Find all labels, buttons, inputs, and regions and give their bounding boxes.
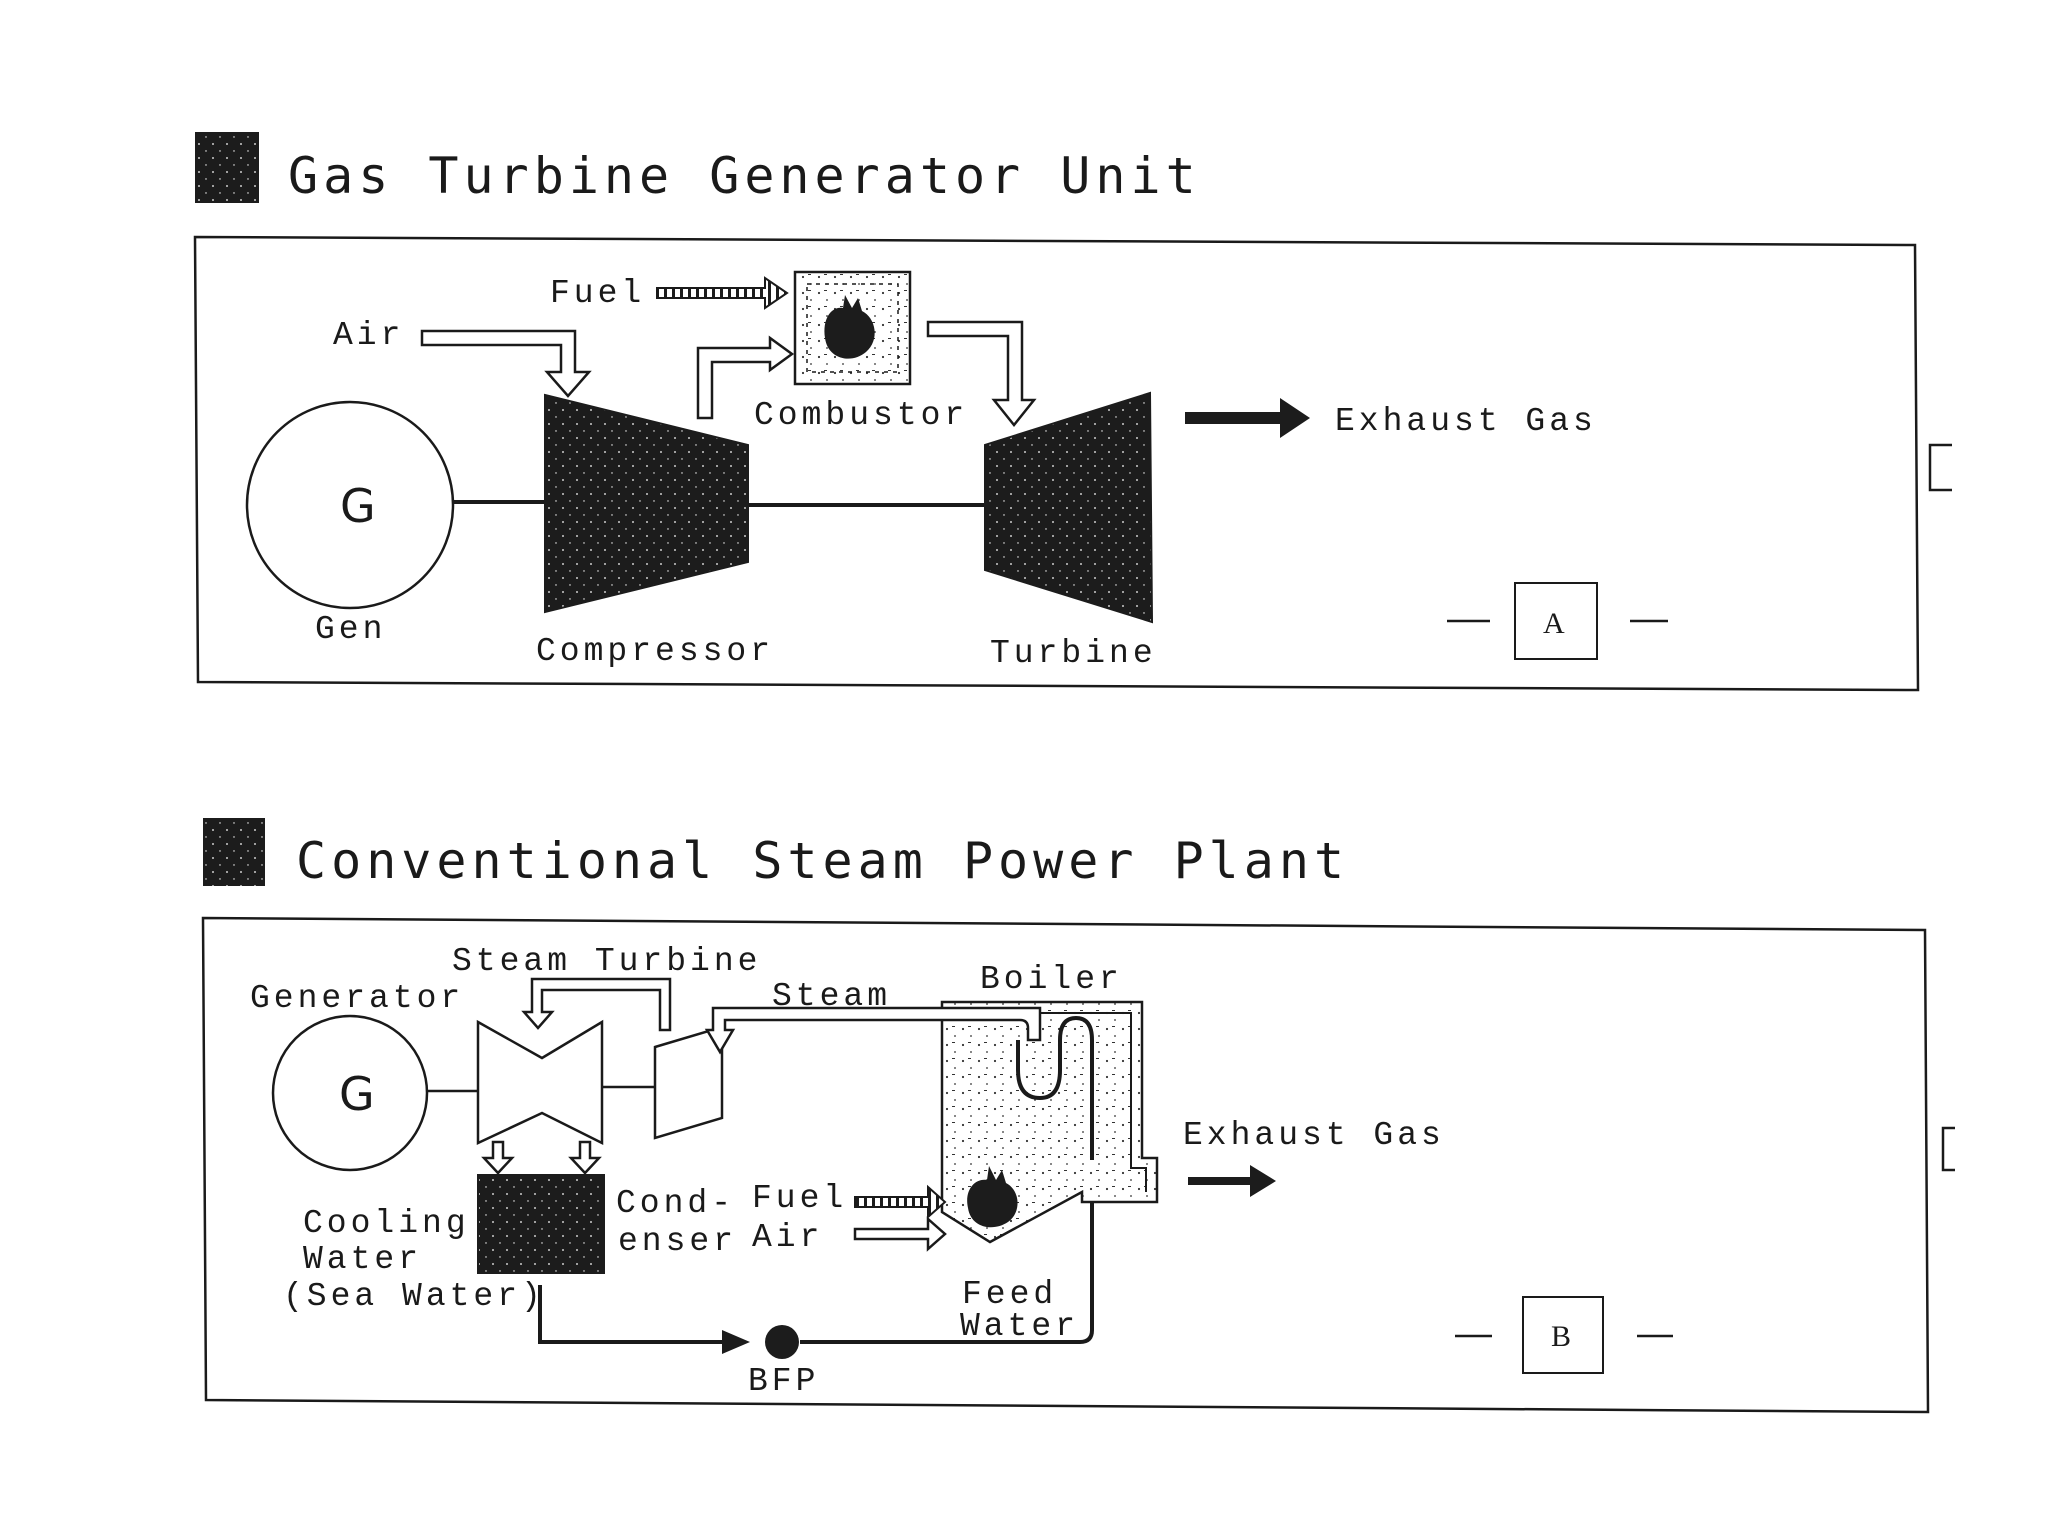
panel-b-boiler-tube [1016, 1015, 1094, 1160]
panel-b-feed-label-2: Water [960, 1308, 1079, 1345]
panel-b-frame [201, 916, 1930, 1414]
panel-b-condensate-arrow [722, 1330, 750, 1354]
panel-b-fuel-arrow [854, 1184, 947, 1220]
panel-b-air-arrow [853, 1216, 947, 1252]
panel-a-generator-icon [245, 400, 455, 610]
panel-b-cooling-label-3: (Sea Water) [283, 1278, 545, 1315]
panel-b-steam-label: Steam [772, 978, 891, 1015]
panel-b-hp-turbine-icon [653, 1025, 724, 1140]
panel-a-combustor-inner [806, 283, 899, 373]
panel-b: Conventional Steam Power Plant G Generat… [201, 818, 1955, 1414]
panel-b-condenser-icon [477, 1174, 605, 1274]
panel-b-steam-turbine-label: Steam Turbine [452, 943, 761, 980]
panel-b-feed-label-1: Feed [962, 1276, 1057, 1313]
panel-a-turbine-icon [984, 391, 1154, 624]
panel-b-steam-line [704, 1006, 1042, 1055]
panel-b-feed-water-line [800, 1160, 1094, 1344]
panel-a-compressor-icon [544, 393, 749, 614]
panel-b-condenser-label-2: enser [618, 1223, 737, 1260]
panel-a-title: Gas Turbine Generator Unit [288, 147, 1201, 205]
panel-b-edge-mark [1941, 1126, 1955, 1172]
panel-b-generator-icon [271, 1014, 429, 1172]
panel-b-bfp-icon [765, 1325, 799, 1359]
panel-a-edge-mark [1928, 443, 1952, 492]
panel-b-title: Conventional Steam Power Plant [296, 832, 1349, 890]
panel-b-tag: B [1551, 1320, 1571, 1353]
panel-a-exhaust-arrow [1185, 398, 1310, 438]
panel-b-title-marker [203, 818, 265, 886]
panel-b-boiler-inner-wall [953, 1012, 1147, 1192]
panel-b-tag-box [1522, 1296, 1604, 1374]
panel-a-combustor-air-arrow [696, 335, 795, 420]
panel-b-boiler-label: Boiler [980, 961, 1123, 998]
panel-a-fuel-arrow [656, 276, 789, 310]
panel-b-flame-icon [967, 1166, 1018, 1228]
panel-b-cooling-label-2: Water [303, 1241, 422, 1278]
panel-a-frame [193, 235, 1920, 692]
panel-a-turbine-label: Turbine [990, 635, 1157, 672]
panel-a-combustor-label: Combustor [754, 397, 968, 434]
panel-a-generator-symbol: G [340, 479, 376, 533]
panel-b-exhaust-label: Exhaust Gas [1183, 1117, 1445, 1154]
panel-b-condenser-label-1: Cond- [616, 1185, 735, 1222]
panel-b-cooling-label-1: Cooling [303, 1205, 470, 1242]
panel-b-reheat-arrow [521, 977, 672, 1032]
panel-b-steam-turbine-icon [476, 1019, 604, 1146]
panel-a-tag: A [1543, 607, 1565, 640]
panel-b-air-label: Air [752, 1219, 823, 1256]
panel-a-gen-label: Gen [315, 611, 386, 648]
panel-a-tag-box [1514, 582, 1598, 660]
panel-b-condensate-line [538, 1285, 727, 1344]
panel-b-condenser-arrow-left [481, 1140, 515, 1175]
panel-a-fuel-label: Fuel [550, 275, 645, 312]
panel-a: Gas Turbine Generator Unit G Gen Compres… [193, 132, 1952, 692]
panel-a-air-arrow [420, 329, 592, 398]
panel-a-hot-gas-arrow [926, 320, 1037, 428]
panel-b-fuel-label: Fuel [752, 1180, 847, 1217]
panel-a-exhaust-label: Exhaust Gas [1335, 403, 1597, 440]
panel-a-air-label: Air [333, 317, 404, 354]
panel-a-title-marker [195, 132, 259, 203]
panel-b-generator-label: Generator [250, 980, 464, 1017]
panel-b-exhaust-arrow [1188, 1165, 1276, 1197]
panel-a-combustor-icon [793, 270, 912, 386]
panel-b-generator-symbol: G [339, 1067, 375, 1121]
panel-a-compressor-label: Compressor [536, 633, 774, 670]
panel-a-flame-icon [824, 295, 875, 359]
panel-b-bfp-label: BFP [748, 1363, 819, 1400]
panel-b-condenser-arrow-right [568, 1140, 602, 1175]
